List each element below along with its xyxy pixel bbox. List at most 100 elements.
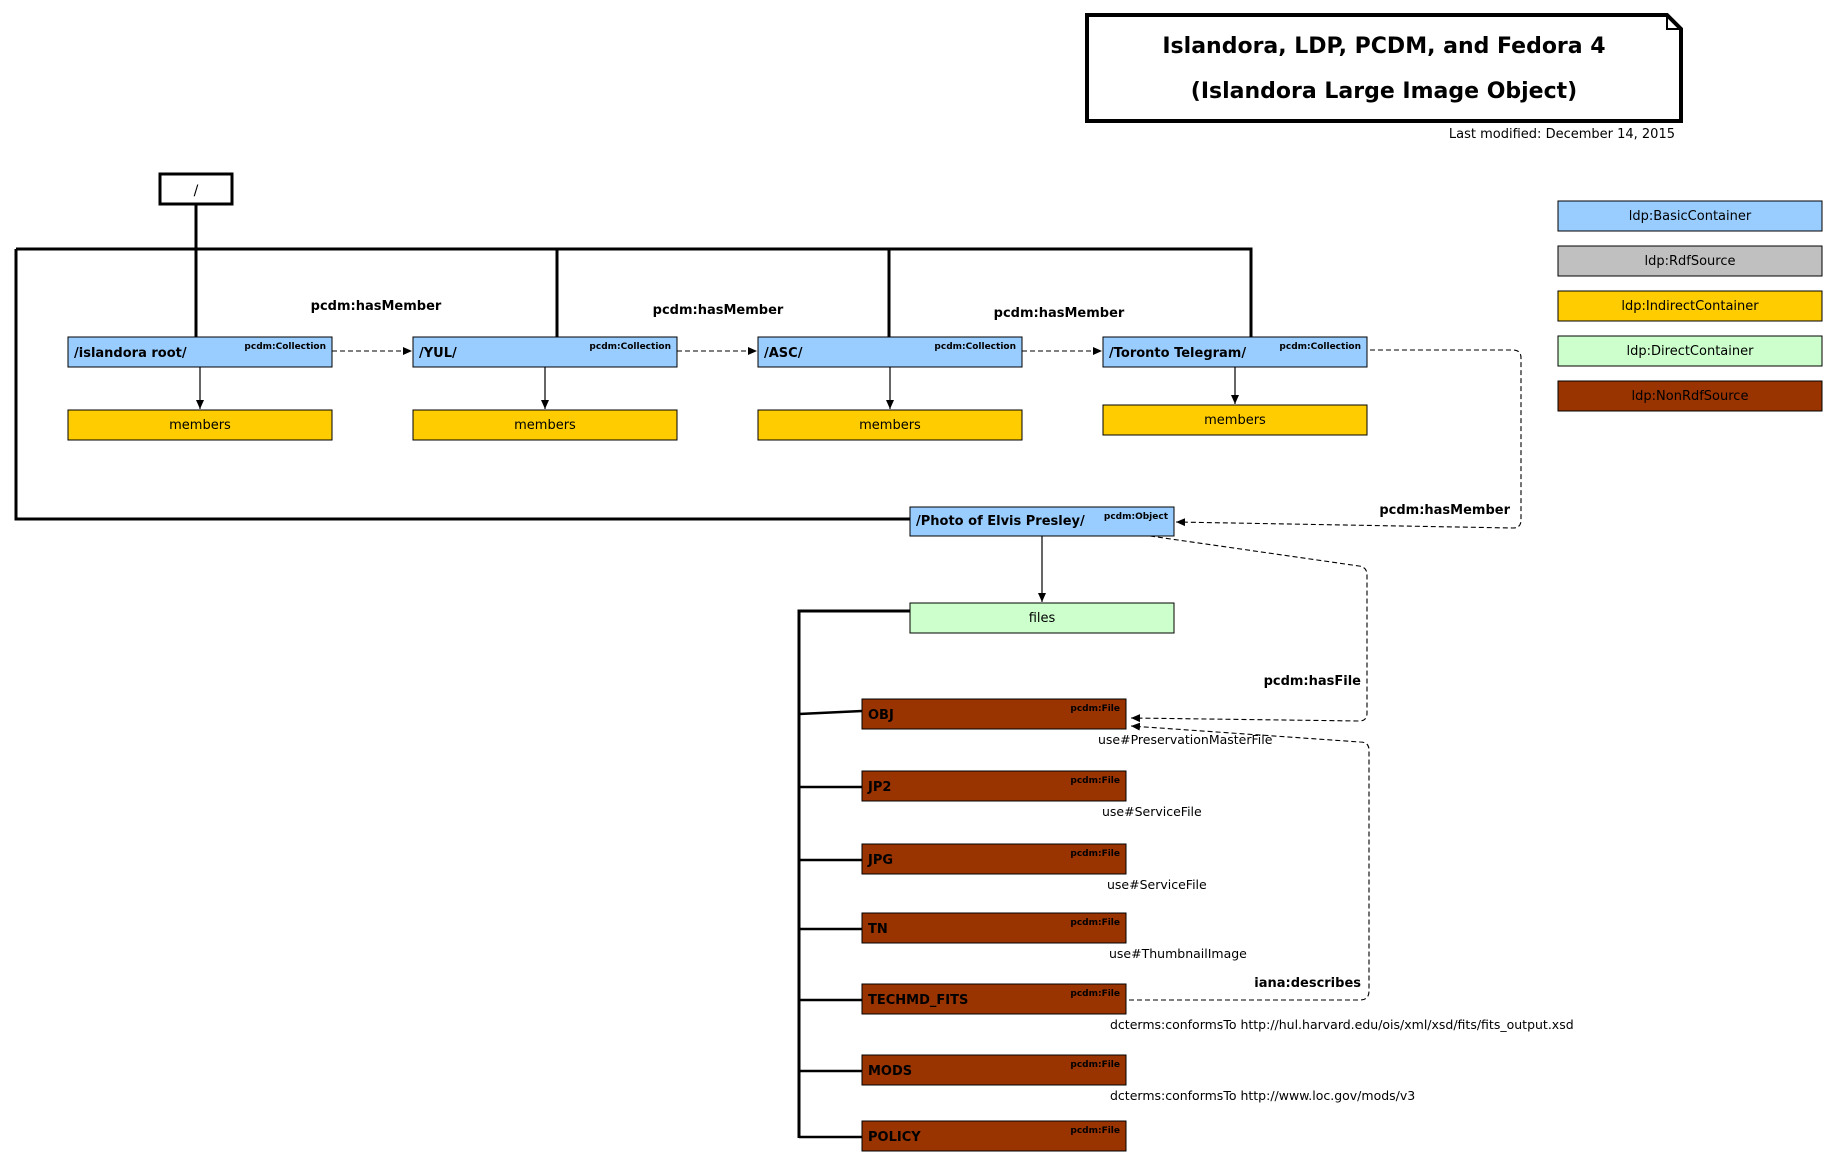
file-node: MODS pcdm:File dcterms:conformsTo http://w…	[799, 1054, 1415, 1103]
legend-item: ldp:RdfSource	[1557, 245, 1823, 277]
photo-object-type: pcdm:Object	[1104, 512, 1169, 522]
legend-swatch	[1557, 290, 1823, 322]
members-box	[757, 409, 1023, 441]
root-node	[158, 172, 234, 206]
file-label: OBJ	[868, 708, 894, 723]
file-box	[861, 843, 1127, 875]
legend: ldp:BasicContainer ldp:RdfSource ldp:Indir…	[1557, 200, 1823, 412]
file-description: use#ThumbnailImage	[1109, 946, 1247, 961]
collection-type: pcdm:Collection	[589, 342, 671, 352]
members-box	[67, 409, 333, 441]
file-label: TN	[868, 922, 888, 937]
file-label: TECHMD_FITS	[868, 993, 968, 1008]
photo-object-label: /Photo of Elvis Presley/	[916, 514, 1085, 529]
file-description: use#PreservationMasterFile	[1098, 732, 1273, 747]
files-container-label: files	[1029, 611, 1056, 626]
describes-label: iana:describes	[1254, 976, 1361, 991]
file-node: JP2 pcdm:File use#ServiceFile	[799, 770, 1202, 819]
file-description: dcterms:conformsTo http://www.loc.gov/mo…	[1110, 1088, 1415, 1103]
file-type: pcdm:File	[1070, 776, 1120, 786]
collection-label: /YUL/	[419, 346, 457, 361]
toronto-to-object-link: pcdm:hasMember	[1175, 349, 1522, 529]
title-line-2: (Islandora Large Image Object)	[1191, 79, 1577, 104]
files-tree-line	[797, 609, 910, 1138]
has-member-label: pcdm:hasMember	[653, 303, 784, 318]
members-label: members	[1204, 413, 1266, 428]
files-container: files	[797, 602, 1175, 1138]
file-box	[861, 698, 1127, 730]
collection-label: /islandora root/	[74, 346, 187, 361]
file-type: pcdm:File	[1070, 989, 1120, 999]
members-label: members	[169, 418, 231, 433]
collection-node: /ASC/pcdm:Collection members pcdm:hasMembe…	[757, 306, 1125, 441]
legend-swatch	[1557, 335, 1823, 367]
collections-row: /islandora root/pcdm:Collection members pc…	[67, 299, 1368, 441]
legend-item: ldp:BasicContainer	[1557, 200, 1823, 232]
file-type: pcdm:File	[1070, 918, 1120, 928]
root-tree: /	[14, 172, 1253, 521]
file-node: POLICY pcdm:File	[799, 1120, 1127, 1152]
collection-label: /ASC/	[764, 346, 803, 361]
collection-type: pcdm:Collection	[1279, 342, 1361, 352]
file-type: pcdm:File	[1070, 849, 1120, 859]
techmd-to-obj-link: iana:describes	[1129, 722, 1370, 1001]
file-type: pcdm:File	[1070, 1060, 1120, 1070]
has-file-label: pcdm:hasFile	[1264, 674, 1362, 689]
file-node: TECHMD_FITS pcdm:File dcterms:conformsTo h…	[799, 983, 1574, 1032]
collection-box	[67, 336, 333, 368]
file-box	[861, 1054, 1127, 1086]
photo-object-box	[909, 506, 1175, 537]
legend-item: ldp:IndirectContainer	[1557, 290, 1823, 322]
files-container-box	[909, 602, 1175, 634]
file-box	[861, 770, 1127, 802]
legend-swatch	[1557, 245, 1823, 277]
legend-label: ldp:DirectContainer	[1627, 344, 1755, 359]
file-label: JP2	[867, 780, 891, 795]
collection-node: /YUL/pcdm:Collection members pcdm:hasMembe…	[412, 303, 784, 441]
legend-swatch	[1557, 200, 1823, 232]
title-note: Islandora, LDP, PCDM, and Fedora 4 (Isla…	[1085, 13, 1683, 123]
has-member-label-object: pcdm:hasMember	[1379, 503, 1510, 518]
file-type: pcdm:File	[1070, 704, 1120, 714]
file-description: dcterms:conformsTo http://hul.harvard.ed…	[1110, 1017, 1574, 1032]
title-line-1: Islandora, LDP, PCDM, and Fedora 4	[1162, 34, 1605, 59]
file-description: use#ServiceFile	[1102, 804, 1202, 819]
last-modified-text: Last modified: December 14, 2015	[1449, 127, 1675, 142]
file-label: POLICY	[868, 1130, 921, 1145]
members-label: members	[514, 418, 576, 433]
has-member-label: pcdm:hasMember	[994, 306, 1125, 321]
file-label: MODS	[868, 1064, 912, 1079]
file-type: pcdm:File	[1070, 1126, 1120, 1136]
collection-node: /Toronto Telegram/pcdm:Collection members	[1102, 336, 1368, 436]
file-node: JPG pcdm:File use#ServiceFile	[799, 843, 1207, 892]
photo-object: /Photo of Elvis Presley/ pcdm:Object	[909, 506, 1175, 602]
file-box	[861, 912, 1127, 944]
file-box	[861, 983, 1127, 1015]
legend-label: ldp:IndirectContainer	[1621, 299, 1759, 314]
legend-item: ldp:DirectContainer	[1557, 335, 1823, 367]
files-list: OBJ pcdm:File use#PreservationMasterFileJP…	[798, 698, 1574, 1152]
members-box	[412, 409, 678, 441]
has-member-label: pcdm:hasMember	[311, 299, 442, 314]
collection-box	[1102, 336, 1368, 368]
object-to-obj-link: pcdm:hasFile	[1130, 535, 1368, 723]
legend-swatch	[1557, 380, 1823, 412]
file-description: use#ServiceFile	[1107, 877, 1207, 892]
file-node: TN pcdm:File use#ThumbnailImage	[799, 912, 1247, 961]
root-tree-line	[14, 204, 1253, 521]
collection-node: /islandora root/pcdm:Collection members pc…	[67, 299, 442, 441]
collection-type: pcdm:Collection	[244, 342, 326, 352]
file-connector	[798, 709, 863, 716]
file-node: OBJ pcdm:File use#PreservationMasterFile	[798, 698, 1273, 747]
file-box	[861, 1120, 1127, 1152]
collection-type: pcdm:Collection	[934, 342, 1016, 352]
legend-item: ldp:NonRdfSource	[1557, 380, 1823, 412]
collection-box	[757, 336, 1023, 368]
members-label: members	[859, 418, 921, 433]
legend-label: ldp:BasicContainer	[1629, 209, 1752, 224]
collection-label: /Toronto Telegram/	[1109, 346, 1246, 361]
legend-label: ldp:RdfSource	[1644, 254, 1735, 269]
file-label: JPG	[867, 853, 893, 868]
root-label: /	[194, 183, 199, 199]
